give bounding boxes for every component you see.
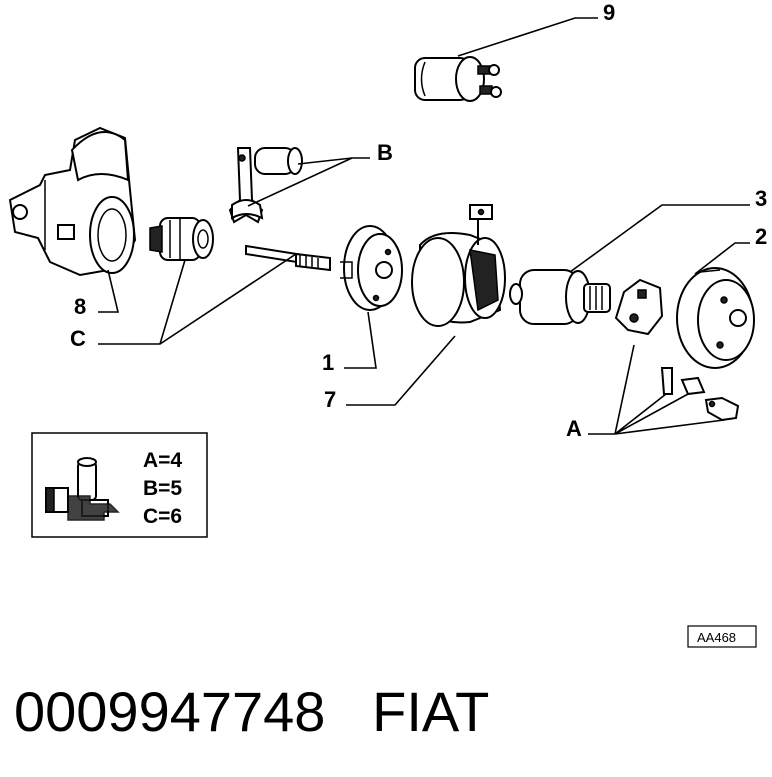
- callout-c: C: [70, 326, 86, 351]
- drive-end-housing-part-8: [8, 126, 137, 277]
- callout-9: 9: [603, 0, 615, 25]
- part-number: 0009947748: [14, 680, 326, 743]
- legend-line-b: B=5: [143, 477, 182, 500]
- callout-7: 7: [324, 387, 336, 412]
- solenoid-part-9: [414, 56, 502, 102]
- fork-lever-part-b: [228, 147, 303, 224]
- callout-8: 8: [74, 294, 86, 319]
- legend-line-c: C=6: [143, 505, 182, 528]
- callout-1: 1: [322, 350, 334, 375]
- legend-box: A=4 B=5 C=6: [31, 432, 208, 538]
- part-number-footer: 0009947748 FIAT: [14, 680, 489, 744]
- pinion-clutch-part-c: [149, 217, 214, 261]
- reference-code-box: AA468: [687, 625, 757, 648]
- callout-labels: 9 B 3 2 8 C 1 7 A: [70, 0, 767, 441]
- end-cover-part-2: [676, 267, 755, 369]
- field-frame-part-7: [411, 204, 506, 327]
- armature-part-3: [509, 269, 611, 325]
- callout-3: 3: [755, 186, 767, 211]
- brand-name: FIAT: [372, 680, 490, 743]
- drive-shaft: [245, 244, 331, 272]
- brush-holder-part-a: [614, 278, 740, 422]
- intermediate-plate-part-1: [340, 225, 403, 311]
- reference-code: AA468: [697, 630, 736, 645]
- kit-illustration: [45, 457, 120, 521]
- exploded-diagram: 9 B 3 2 8 C 1 7 A A=4 B=5 C=6 AA468: [8, 0, 767, 648]
- legend-line-a: A=4: [143, 449, 182, 472]
- callout-2: 2: [755, 224, 767, 249]
- callout-b: B: [377, 140, 393, 165]
- leader-lines: [98, 17, 750, 435]
- callout-a: A: [566, 416, 582, 441]
